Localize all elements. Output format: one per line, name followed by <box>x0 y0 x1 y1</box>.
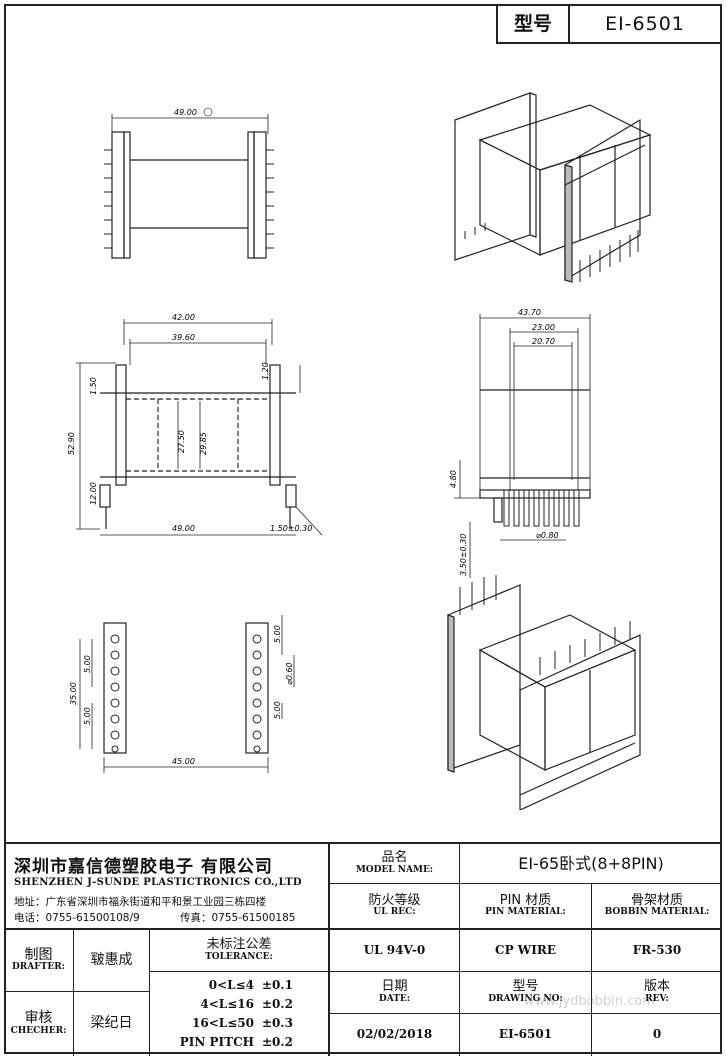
iso-view-bottom <box>447 575 641 810</box>
checker-en: CHECHER: <box>10 1025 67 1036</box>
checker-label: 审核 CHECHER: <box>4 992 74 1056</box>
tolerance-range: 0<L≤4 <box>208 978 254 992</box>
rev-cn: 版本 <box>643 979 670 995</box>
drawing-no-label: 型号 DRAWING NO: <box>460 972 592 1014</box>
drawing-no-value: EI-6501 <box>460 1014 592 1056</box>
model-name-label: 品名 MODEL NAME: <box>330 844 460 884</box>
drafter-label: 制图 DRAFTER: <box>4 930 74 992</box>
tolerance-value: ±0.3 <box>262 1016 293 1030</box>
bobbin-material-label: 骨架材质 BOBBIN MATERIAL: <box>592 884 722 930</box>
side-mid-width: 23.00 <box>532 323 555 332</box>
rev-value: 0 <box>652 1027 662 1042</box>
company-fax: 传真：0755-61500185 <box>180 912 296 924</box>
header-model-box: 型号 EI-6501 <box>496 4 722 44</box>
bottom-view-drawing: 45.00 35.00 5.00 5.00 5.00 5.00 ⌀0.60 <box>69 615 295 773</box>
bottom-span-left-b: 5.00 <box>83 707 92 725</box>
front-top-flange: 1.50 <box>89 377 98 395</box>
header-model-value: EI-6501 <box>605 12 685 35</box>
tolerance-range: PIN PITCH <box>179 1035 254 1049</box>
drawing-no-en: DRAWING NO: <box>488 993 563 1004</box>
header-model-label: 型号 <box>498 6 570 42</box>
date-en: DATE: <box>378 993 411 1004</box>
pin-material-cn: PIN 材质 <box>499 892 552 908</box>
tolerance-range: 4<L≤16 <box>200 997 254 1011</box>
company-name-cn: 深圳市嘉信德塑胶电子 有限公司 <box>14 857 273 877</box>
model-name-value: EI-65卧式(8+8PIN) <box>460 844 722 884</box>
side-base-height: 4.80 <box>449 470 458 488</box>
front-outer-width: 42.00 <box>172 313 195 322</box>
company-tel: 电话：0755-61500108/9 <box>14 912 140 924</box>
side-inner-width: 20.70 <box>532 337 555 346</box>
tolerance-value: ±0.2 <box>262 997 293 1011</box>
side-pin-dia: ⌀0.80 <box>536 531 559 540</box>
company-address: 地址：广东省深圳市福永街道和平和景工业园三栋四楼 <box>14 896 266 908</box>
drafter-en: DRAFTER: <box>11 962 65 973</box>
drafter-cn: 制图 <box>24 946 53 963</box>
front-inner-height: 27.50 <box>177 430 186 453</box>
bobbin-material-en: BOBBIN MATERIAL: <box>604 907 710 918</box>
rev-en: REV: <box>645 993 669 1004</box>
front-pin-spacing: 1.50±0.30 <box>270 524 312 533</box>
drafter-value: 皲惠成 <box>74 930 150 992</box>
ul-rec-cn: 防火等级 <box>368 892 421 908</box>
tolerance-row: PIN PITCH ±0.2 <box>150 1035 330 1053</box>
tolerance-row: 0<L≤4 ±0.1 <box>150 978 330 996</box>
front-right-flange: 1.20 <box>261 362 270 380</box>
drawing-frame <box>4 4 722 1054</box>
bottom-pitch-a: 5.00 <box>273 625 282 643</box>
side-pin-len: 3.50±0.30 <box>459 534 468 576</box>
bottom-pitch-b: 5.00 <box>273 701 282 719</box>
tolerance-value: ±0.1 <box>262 978 293 992</box>
front-view-drawing: 42.00 39.60 49.00 1.50±0.30 52.90 1.50 1… <box>67 313 323 536</box>
side-overall-width: 43.70 <box>518 308 541 317</box>
pin-material-label: PIN 材质 PIN MATERIAL: <box>460 884 592 930</box>
company-block: 深圳市嘉信德塑胶电子 有限公司 SHENZHEN J-SUNDE PLASTIC… <box>4 844 330 930</box>
pin-material-value: CP WIRE <box>460 930 592 972</box>
checker-cn: 审核 <box>24 1010 53 1027</box>
bobbin-material-cn: 骨架材质 <box>630 892 683 908</box>
company-name-en: SHENZHEN J-SUNDE PLASTICTRONICS CO.,LTD <box>14 877 302 888</box>
checker-value: 梁纪日 <box>74 992 150 1056</box>
bottom-span-left-a: 5.00 <box>83 655 92 673</box>
tolerance-value: ±0.2 <box>262 1035 293 1049</box>
front-inner-width: 39.60 <box>172 333 195 342</box>
date-value: 02/02/2018 <box>330 1014 460 1056</box>
front-core-height: 29.85 <box>199 432 208 455</box>
tolerance-en: TOLERANCE: <box>205 951 273 962</box>
top-view-width-dim: 49.00 <box>174 108 197 117</box>
front-pin-len: 12.00 <box>89 482 98 505</box>
ul-rec-label: 防火等级 UL REC: <box>330 884 460 930</box>
tolerance-cn: 未标注公差 <box>206 937 272 953</box>
drawing-no-cn: 型号 <box>512 979 539 995</box>
title-block: 深圳市嘉信德塑胶电子 有限公司 SHENZHEN J-SUNDE PLASTIC… <box>4 842 722 1056</box>
bottom-total: 35.00 <box>69 682 78 705</box>
tolerance-table: 0<L≤4 ±0.1 4<L≤16 ±0.2 16<L≤50 ±0.3 PIN … <box>150 972 330 1056</box>
tolerance-header: 未标注公差 TOLERANCE: <box>150 930 330 972</box>
date-cn: 日期 <box>381 979 408 995</box>
rev-label: 版本 REV: <box>592 972 722 1014</box>
top-view-drawing: 49.00 <box>104 107 274 259</box>
tolerance-row: 4<L≤16 ±0.2 <box>150 997 330 1015</box>
ul-rec-en: UL REC: <box>373 907 416 918</box>
model-name-cn: 品名 <box>381 850 408 866</box>
model-name-en: MODEL NAME: <box>355 864 434 875</box>
tolerance-range: 16<L≤50 <box>192 1016 254 1030</box>
ul-rec-value: UL 94V-0 <box>330 930 460 972</box>
pin-material-en: PIN MATERIAL: <box>485 907 566 918</box>
iso-view-top <box>454 92 652 283</box>
bottom-dia: ⌀0.60 <box>285 662 294 685</box>
tolerance-row: 16<L≤50 ±0.3 <box>150 1016 330 1034</box>
front-base-width: 49.00 <box>172 524 195 533</box>
bobbin-material-value: FR-530 <box>592 930 722 972</box>
date-label: 日期 DATE: <box>330 972 460 1014</box>
side-view-drawing: 43.70 23.00 20.70 ⌀0.80 4.80 3.50±0.30 <box>449 308 591 578</box>
bottom-width: 45.00 <box>172 757 195 766</box>
watermark: www.jydbobbin.com <box>524 994 655 1009</box>
front-overall-height: 52.90 <box>67 432 76 455</box>
